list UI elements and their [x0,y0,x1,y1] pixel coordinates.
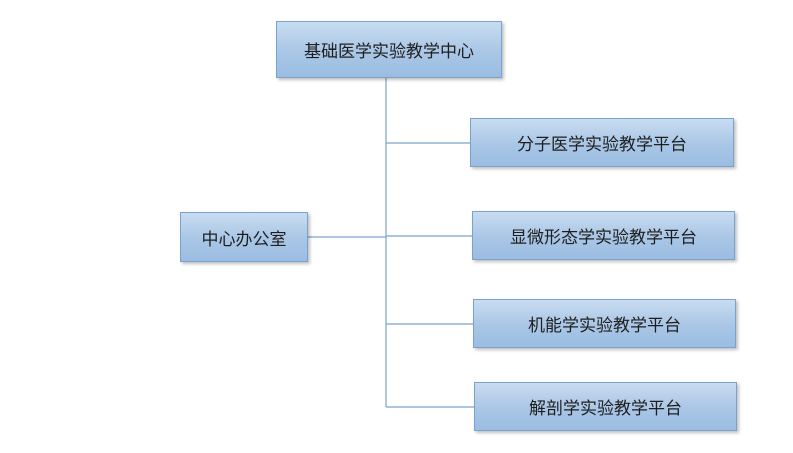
platform-node-physiology: 机能学实验教学平台 [473,299,736,348]
platform-node-anatomy: 解剖学实验教学平台 [474,382,737,431]
platform-node-label: 机能学实验教学平台 [528,316,681,336]
platform-node-microscopic: 显微形态学实验教学平台 [472,211,735,260]
platform-node-molecular: 分子医学实验教学平台 [470,118,734,167]
root-node-label: 基础医学实验教学中心 [304,42,474,62]
root-node: 基础医学实验教学中心 [276,21,502,78]
office-node-label: 中心办公室 [201,229,287,250]
office-node: 中心办公室 [180,212,308,262]
platform-node-label: 解剖学实验教学平台 [529,399,682,419]
platform-node-label: 分子医学实验教学平台 [517,135,687,155]
platform-node-label: 显微形态学实验教学平台 [510,228,697,248]
